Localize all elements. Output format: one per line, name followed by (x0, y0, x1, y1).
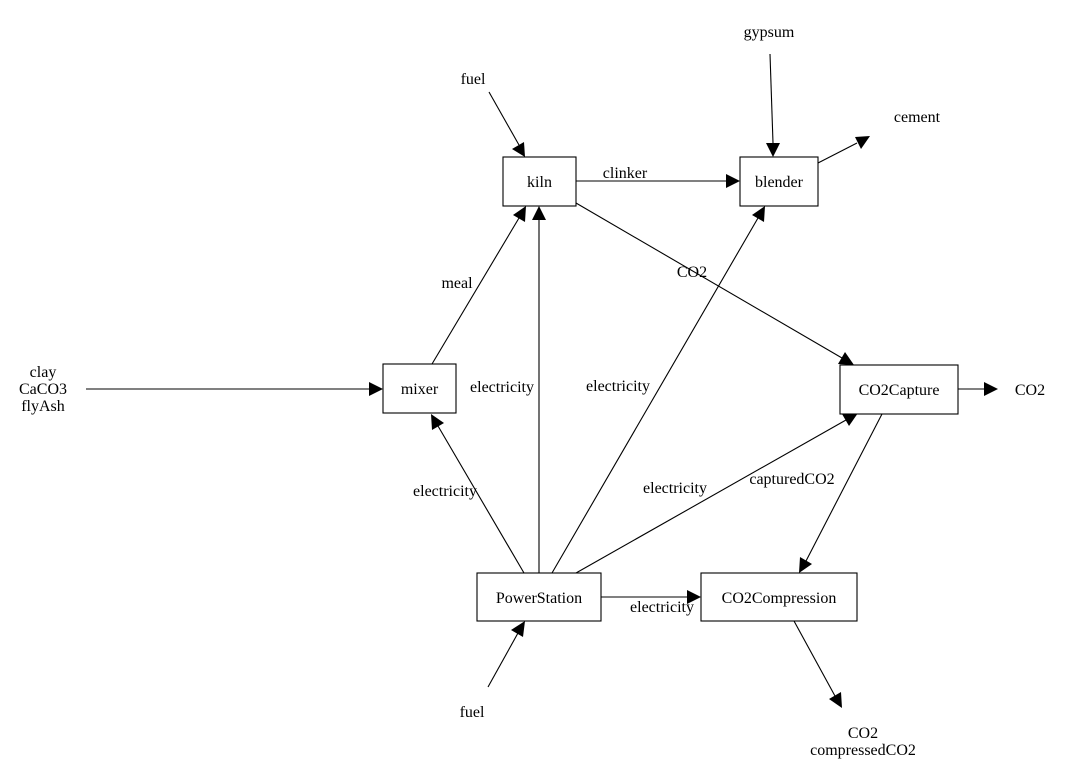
edge-mixer-kiln (431, 217, 520, 365)
arrowhead-power-co2capture (842, 413, 858, 426)
node-kiln-label: kiln (527, 174, 552, 191)
edge-fuel-kiln (488, 91, 520, 146)
node-blender: blender (739, 156, 819, 207)
arrowhead-mixer-kiln (513, 206, 526, 222)
node-kiln: kiln (502, 156, 577, 207)
terminal-co2-out: CO2 (1015, 382, 1045, 399)
terminal-raw-flyash: flyAsh (21, 398, 65, 415)
edge-label-elec-compression: electricity (630, 599, 694, 616)
nodes: kiln blender mixer CO2Capture PowerStati… (382, 156, 959, 622)
terminal-raw-caco3: CaCO3 (19, 381, 67, 398)
terminal-compressed-co2: CO2 (848, 725, 878, 742)
node-blender-label: blender (755, 174, 804, 191)
edge-fuel-power (487, 632, 519, 688)
edge-label-clinker: clinker (603, 165, 648, 182)
edge-label-elec-capture: electricity (643, 480, 707, 497)
terminal-fuel-kiln: fuel (461, 71, 486, 88)
arrowhead-co2capture-co2 (984, 382, 998, 396)
node-mixer: mixer (382, 363, 457, 414)
edge-kiln-co2capture (575, 202, 843, 359)
arrowhead-capture-compression (799, 557, 812, 573)
terminal-gypsum: gypsum (744, 24, 795, 41)
arrowhead-blender-cement (855, 136, 870, 149)
edge-label-captured: capturedCO2 (749, 471, 834, 488)
edge-gypsum-blender (769, 53, 774, 144)
arrowhead-power-compression (687, 590, 701, 604)
edge-label-elec-blender: electricity (586, 378, 650, 395)
edge-power-blender (551, 217, 759, 574)
edge-power-co2capture (575, 419, 847, 574)
node-powerstation-label: PowerStation (496, 590, 582, 607)
terminal-cement: cement (894, 109, 941, 126)
arrowhead-power-blender (752, 206, 765, 222)
edge-blender-cement (817, 142, 858, 164)
terminal-raw-clay: clay (30, 364, 57, 381)
node-mixer-label: mixer (401, 381, 439, 398)
edge-compression-out (793, 620, 836, 697)
arrowhead-compression-out (829, 692, 842, 708)
edge-label-elec-kiln: electricity (470, 379, 534, 396)
terminal-compressed-co2-name: compressedCO2 (810, 742, 916, 759)
arrowhead-gypsum-blender (766, 143, 780, 157)
arrowhead-power-kiln (532, 206, 546, 220)
edge-power-mixer (437, 425, 525, 574)
node-powerstation: PowerStation (476, 572, 602, 622)
arrowhead-fuel-power (511, 621, 525, 637)
node-co2compression-label: CO2Compression (722, 590, 837, 607)
edge-label-elec-mixer: electricity (413, 483, 477, 500)
arrowhead-raw-mixer (369, 382, 383, 396)
edges (86, 53, 998, 708)
edge-capture-compression (805, 413, 883, 562)
terminal-fuel-power: fuel (460, 704, 485, 721)
terminals: fuel gypsum cement clay CaCO3 flyAsh CO2… (19, 24, 1045, 759)
edge-label-meal: meal (441, 275, 473, 292)
arrowhead-fuel-kiln (512, 142, 525, 157)
node-co2capture: CO2Capture (839, 364, 959, 415)
arrowhead-kiln-blender (726, 174, 740, 188)
arrowhead-kiln-co2capture (838, 352, 854, 365)
arrowhead-power-mixer (431, 414, 444, 430)
node-co2compression: CO2Compression (700, 572, 858, 622)
edge-label-co2: CO2 (677, 264, 707, 281)
node-co2capture-label: CO2Capture (859, 382, 940, 399)
edge-labels: clinker CO2 meal electricity electricity… (413, 165, 835, 616)
